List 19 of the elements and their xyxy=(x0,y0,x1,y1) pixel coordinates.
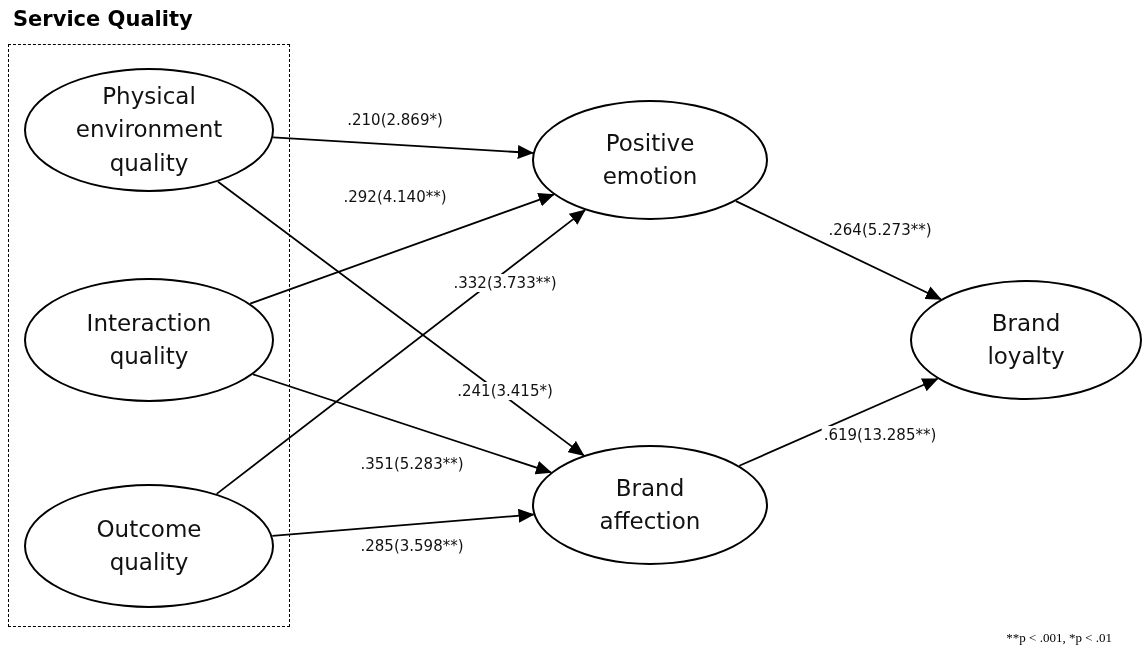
path-arrow xyxy=(738,377,939,467)
construct-label: Interaction quality xyxy=(85,308,213,371)
edge-label: .619(13.285**) xyxy=(821,426,939,444)
path-arrow xyxy=(215,209,586,495)
path-arrow xyxy=(252,373,552,475)
path-arrow xyxy=(272,136,534,160)
construct-label: Positive emotion xyxy=(601,128,699,191)
significance-note: **p < .001, *p < .01 xyxy=(1006,630,1112,646)
edge-label: .210(2.869*) xyxy=(345,111,445,129)
construct-label: Physical environment quality xyxy=(74,82,224,178)
path-arrow xyxy=(735,200,942,301)
edge-label: .241(3.415*) xyxy=(455,382,555,400)
construct-label: Brand loyalty xyxy=(986,308,1066,371)
construct-label: Brand affection xyxy=(598,473,702,536)
group-heading: Service Quality xyxy=(13,7,193,31)
path-arrow xyxy=(249,193,555,305)
construct-label: Outcome quality xyxy=(95,514,203,577)
path-arrow xyxy=(217,180,585,457)
path-arrow xyxy=(271,508,535,537)
